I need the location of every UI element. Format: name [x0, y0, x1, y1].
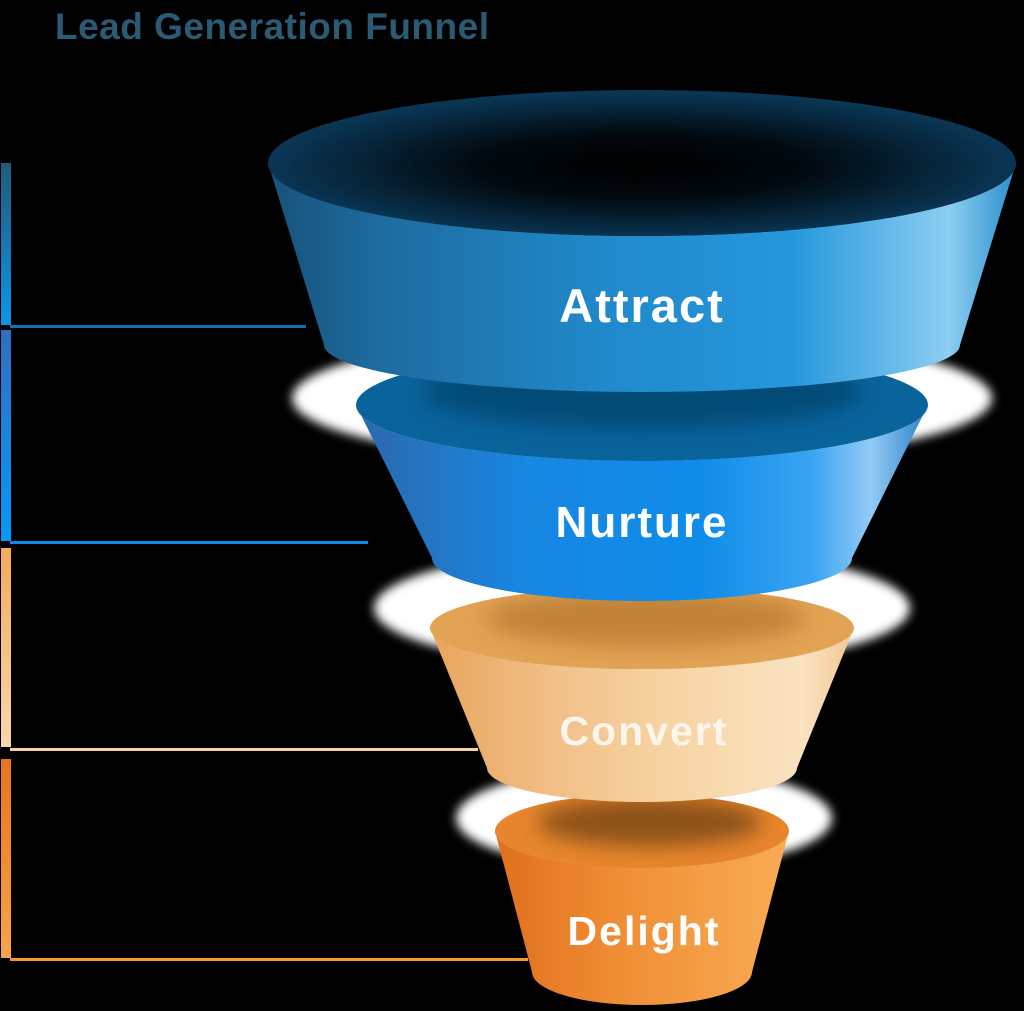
attract-mouth	[268, 90, 1016, 236]
convert-label: Convert	[560, 708, 729, 754]
attract-body	[268, 163, 1016, 392]
funnel-stage-attract	[268, 90, 1016, 392]
page-title: Lead Generation Funnel	[55, 6, 490, 47]
nurture-label: Nurture	[556, 498, 729, 547]
delight-label: Delight	[568, 908, 721, 954]
connector-line-attract	[10, 325, 306, 328]
attract-label: Attract	[559, 279, 724, 332]
legend-bar-nurture	[1, 330, 11, 541]
delight-rim-shadow	[538, 798, 762, 846]
convert-body	[430, 628, 854, 802]
legend-bar-delight	[1, 759, 11, 958]
nurture-body	[356, 405, 928, 601]
legend-bar-attract	[1, 163, 11, 325]
convert-rim-shadow	[485, 590, 805, 646]
connector-lines	[10, 325, 528, 961]
funnel-stage-convert	[430, 587, 854, 802]
legend-bars	[1, 163, 11, 958]
connector-line-nurture	[10, 541, 368, 544]
legend-bar-convert	[1, 548, 11, 747]
funnel-stage-delight	[495, 794, 789, 1005]
delight-body	[495, 831, 789, 1005]
connector-line-convert	[10, 748, 478, 751]
connector-line-delight	[10, 958, 528, 961]
